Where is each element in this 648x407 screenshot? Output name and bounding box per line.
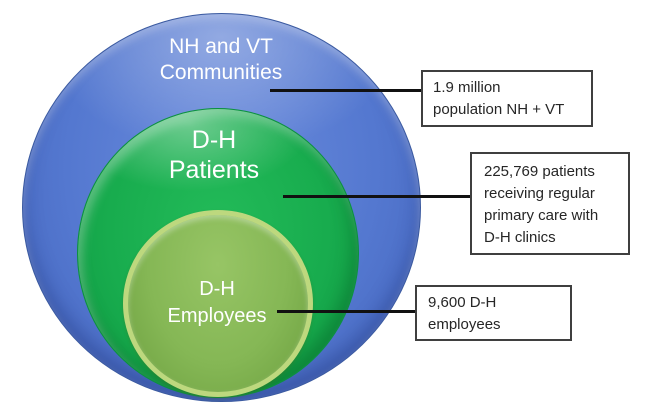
employees-label: D-H Employees bbox=[87, 276, 347, 330]
callout-box-employees: 9,600 D-H employees bbox=[415, 285, 572, 341]
callout-communities-line1: 1.9 million bbox=[433, 79, 501, 96]
callout-box-patients: 225,769 patients receiving regular prima… bbox=[470, 152, 630, 255]
callout-patients-line2: receiving regular bbox=[484, 185, 595, 202]
callout-communities-line2: population NH + VT bbox=[433, 101, 565, 118]
connector-line-patients bbox=[283, 195, 471, 198]
patients-label-line2: Patients bbox=[168, 156, 260, 184]
communities-label: NH and VT Communities bbox=[91, 34, 351, 86]
communities-label-line2: Communities bbox=[159, 61, 283, 84]
connector-line-communities bbox=[270, 89, 422, 92]
callout-employees-line2: employees bbox=[428, 316, 501, 333]
communities-label-line1: NH and VT bbox=[169, 35, 273, 58]
patients-label-line1: D-H bbox=[191, 126, 237, 154]
connector-line-employees bbox=[277, 310, 416, 313]
employees-label-line1: D-H bbox=[199, 278, 235, 300]
patients-label: D-H Patients bbox=[84, 125, 344, 185]
callout-patients-line1: 225,769 patients bbox=[484, 163, 595, 180]
callout-employees-line1: 9,600 D-H bbox=[428, 294, 497, 311]
employees-circle bbox=[123, 210, 313, 397]
callout-box-communities: 1.9 million population NH + VT bbox=[421, 70, 593, 127]
callout-patients-line3: primary care with bbox=[484, 207, 599, 224]
employees-label-line2: Employees bbox=[167, 305, 267, 327]
callout-patients-line4: D-H clinics bbox=[484, 229, 556, 246]
